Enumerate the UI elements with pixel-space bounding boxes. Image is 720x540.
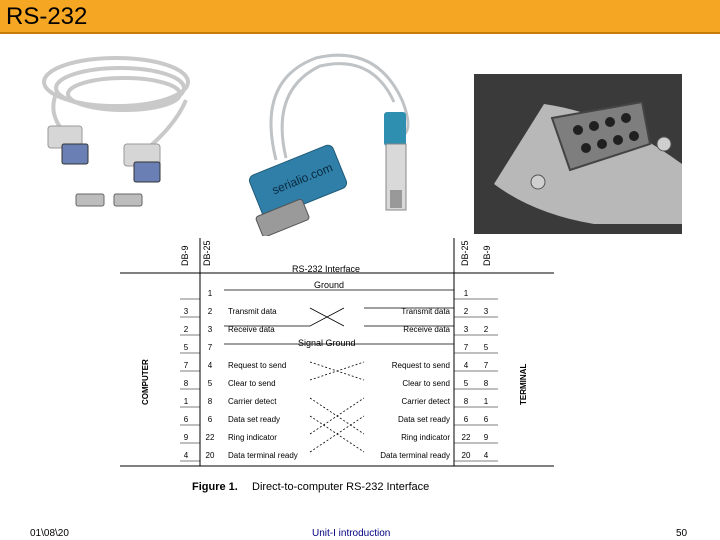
right-db9-pin: 9 <box>484 433 489 442</box>
rs232-wiring-figure: DB-9 DB-25 DB-25 DB-9 RS-232 Interface G… <box>114 230 562 500</box>
right-signal-label: Request to send <box>392 361 450 370</box>
right-db9-header: DB-9 <box>482 245 492 266</box>
left-db9-pin: 5 <box>184 343 189 352</box>
right-signal-label: Carrier detect <box>402 397 451 406</box>
left-db25-pin: 2 <box>208 307 213 316</box>
right-db9-pin: 5 <box>484 343 489 352</box>
left-signal-label: Carrier detect <box>228 397 277 406</box>
right-db25-pin: 22 <box>462 433 471 442</box>
left-db9-pin: 7 <box>184 361 189 370</box>
left-signal-label: Receive data <box>228 325 275 334</box>
right-db25-pin: 8 <box>464 397 469 406</box>
left-db25-pin: 6 <box>208 415 213 424</box>
right-db9-pin: 4 <box>484 451 489 460</box>
usb-adapter-image: serialio.com <box>248 53 410 236</box>
left-signal-label: Request to send <box>228 361 286 370</box>
figure-caption-label: Figure 1. <box>192 481 238 493</box>
left-db9-pin: 4 <box>184 451 189 460</box>
left-signal-label: Clear to send <box>228 379 276 388</box>
serial-cable-photo <box>36 44 212 216</box>
right-db9-pin: 2 <box>484 325 489 334</box>
right-db25-pin: 2 <box>464 307 469 316</box>
terminal-label: TERMINAL <box>519 364 528 405</box>
right-signal-label: Transmit data <box>401 307 450 316</box>
left-signal-label: Data set ready <box>228 415 280 424</box>
left-db25-pin: 5 <box>208 379 213 388</box>
left-db25-header: DB-25 <box>202 240 212 266</box>
left-db9-header: DB-9 <box>180 245 190 266</box>
right-db25-pin: 7 <box>464 343 469 352</box>
right-db25-pin: 5 <box>464 379 469 388</box>
left-db25-pin: 4 <box>208 361 213 370</box>
left-db9-pin: 6 <box>184 415 189 424</box>
right-db9-pin: 8 <box>484 379 489 388</box>
left-signal-label: Data terminal ready <box>228 451 298 460</box>
left-db25-pin: 20 <box>206 451 215 460</box>
left-db25-pin: 8 <box>208 397 213 406</box>
interface-title: RS-232 Interface <box>292 264 360 274</box>
serial-cable-image <box>42 56 190 207</box>
wiring-diagram: DB-9 DB-25 DB-25 DB-9 RS-232 Interface G… <box>120 238 554 493</box>
left-signal-label: Transmit data <box>228 307 277 316</box>
left-db9-pin: 2 <box>184 325 189 334</box>
page-number: 50 <box>676 528 688 539</box>
footer-topic: Unit-I introduction <box>312 528 391 539</box>
left-db25-pin: 7 <box>208 343 213 352</box>
left-signal-label: Ring indicator <box>228 433 277 442</box>
db9-connector-photo <box>474 74 682 234</box>
right-db25-pin: 3 <box>464 325 469 334</box>
left-db9-pin: 9 <box>184 433 189 442</box>
left-db9-pin: 1 <box>184 397 189 406</box>
right-signal-label: Ring indicator <box>401 433 450 442</box>
right-db25-pin: 20 <box>462 451 471 460</box>
left-db9-pin: 8 <box>184 379 189 388</box>
right-db9-pin: 3 <box>484 307 489 316</box>
right-signal-label: Clear to send <box>402 379 450 388</box>
right-signal-label: Data terminal ready <box>380 451 450 460</box>
left-db9-pin: 3 <box>184 307 189 316</box>
right-db9-pin: 7 <box>484 361 489 370</box>
computer-label: COMPUTER <box>141 359 150 405</box>
slide-title: RS-232 <box>6 3 88 30</box>
right-db25-header: DB-25 <box>460 240 470 266</box>
title-bar: RS-232 <box>0 0 720 34</box>
right-db25-pin: 4 <box>464 361 469 370</box>
right-db25-pin: 1 <box>464 289 469 298</box>
right-db9-pin: 6 <box>484 415 489 424</box>
db9-connector-image <box>474 74 682 234</box>
figure-caption-text: Direct-to-computer RS-232 Interface <box>252 481 429 493</box>
left-db25-pin: 3 <box>208 325 213 334</box>
right-db9-pin: 1 <box>484 397 489 406</box>
signal-ground-label: Signal Ground <box>298 338 356 348</box>
right-signal-label: Receive data <box>403 325 450 334</box>
usb-serial-adapter-photo: serialio.com <box>226 40 446 236</box>
left-db25-pin: 22 <box>206 433 215 442</box>
footer-date: 01\08\20 <box>30 528 69 539</box>
right-signal-label: Data set ready <box>398 415 450 424</box>
left-db25-pin: 1 <box>208 289 213 298</box>
right-db25-pin: 6 <box>464 415 469 424</box>
ground-label: Ground <box>314 280 344 290</box>
